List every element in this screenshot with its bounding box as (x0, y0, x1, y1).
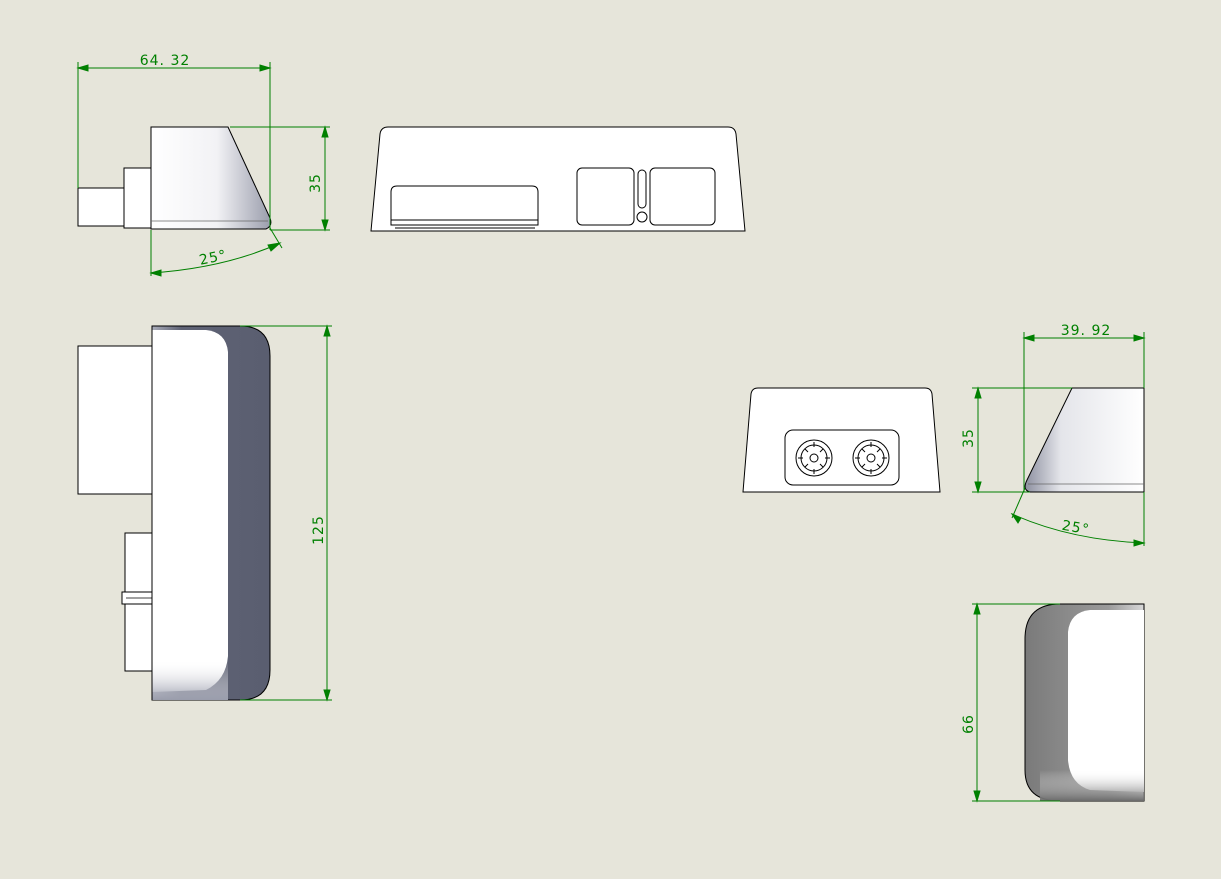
dim-end-angle-label: 25° (1061, 518, 1091, 539)
top-housing-bottom-shade (152, 660, 228, 700)
top-view (77, 325, 271, 701)
front-window-right (649, 167, 716, 226)
dim-side-width-label: 64. 32 (140, 53, 191, 69)
top-housing-face (152, 330, 228, 692)
bottom-view (1024, 603, 1145, 802)
front-indicator-led (636, 211, 648, 223)
dim-small-height-label: 66 (961, 714, 977, 734)
front-view (370, 126, 746, 232)
rear-view (742, 387, 941, 493)
bottom-housing-shade (1040, 770, 1144, 801)
rear-port-left (795, 439, 833, 477)
end-view (1024, 387, 1145, 493)
end-housing-body (1024, 387, 1145, 493)
front-window-left (576, 167, 635, 226)
dim-side-angle-label: 25° (198, 247, 229, 268)
dim-side-height-label: 35 (308, 173, 324, 193)
dimension-labels: 64. 32 35 25° 125 39. 92 35 25° 66 (140, 53, 1112, 734)
rear-port-right (852, 439, 890, 477)
front-window-divider (637, 169, 647, 209)
side-connector-plug (77, 187, 125, 227)
side-view (77, 126, 272, 230)
bottom-housing-face (1068, 610, 1144, 792)
side-connector-collar (123, 167, 152, 229)
dim-end-height-label: 35 (961, 428, 977, 448)
dimensions (76, 62, 1146, 803)
dim-end-width-label: 39. 92 (1061, 323, 1112, 339)
side-housing-body (150, 126, 272, 230)
top-connector-upper (77, 345, 153, 495)
front-connector-slot (390, 185, 539, 226)
dim-top-length-label: 125 (311, 515, 327, 545)
